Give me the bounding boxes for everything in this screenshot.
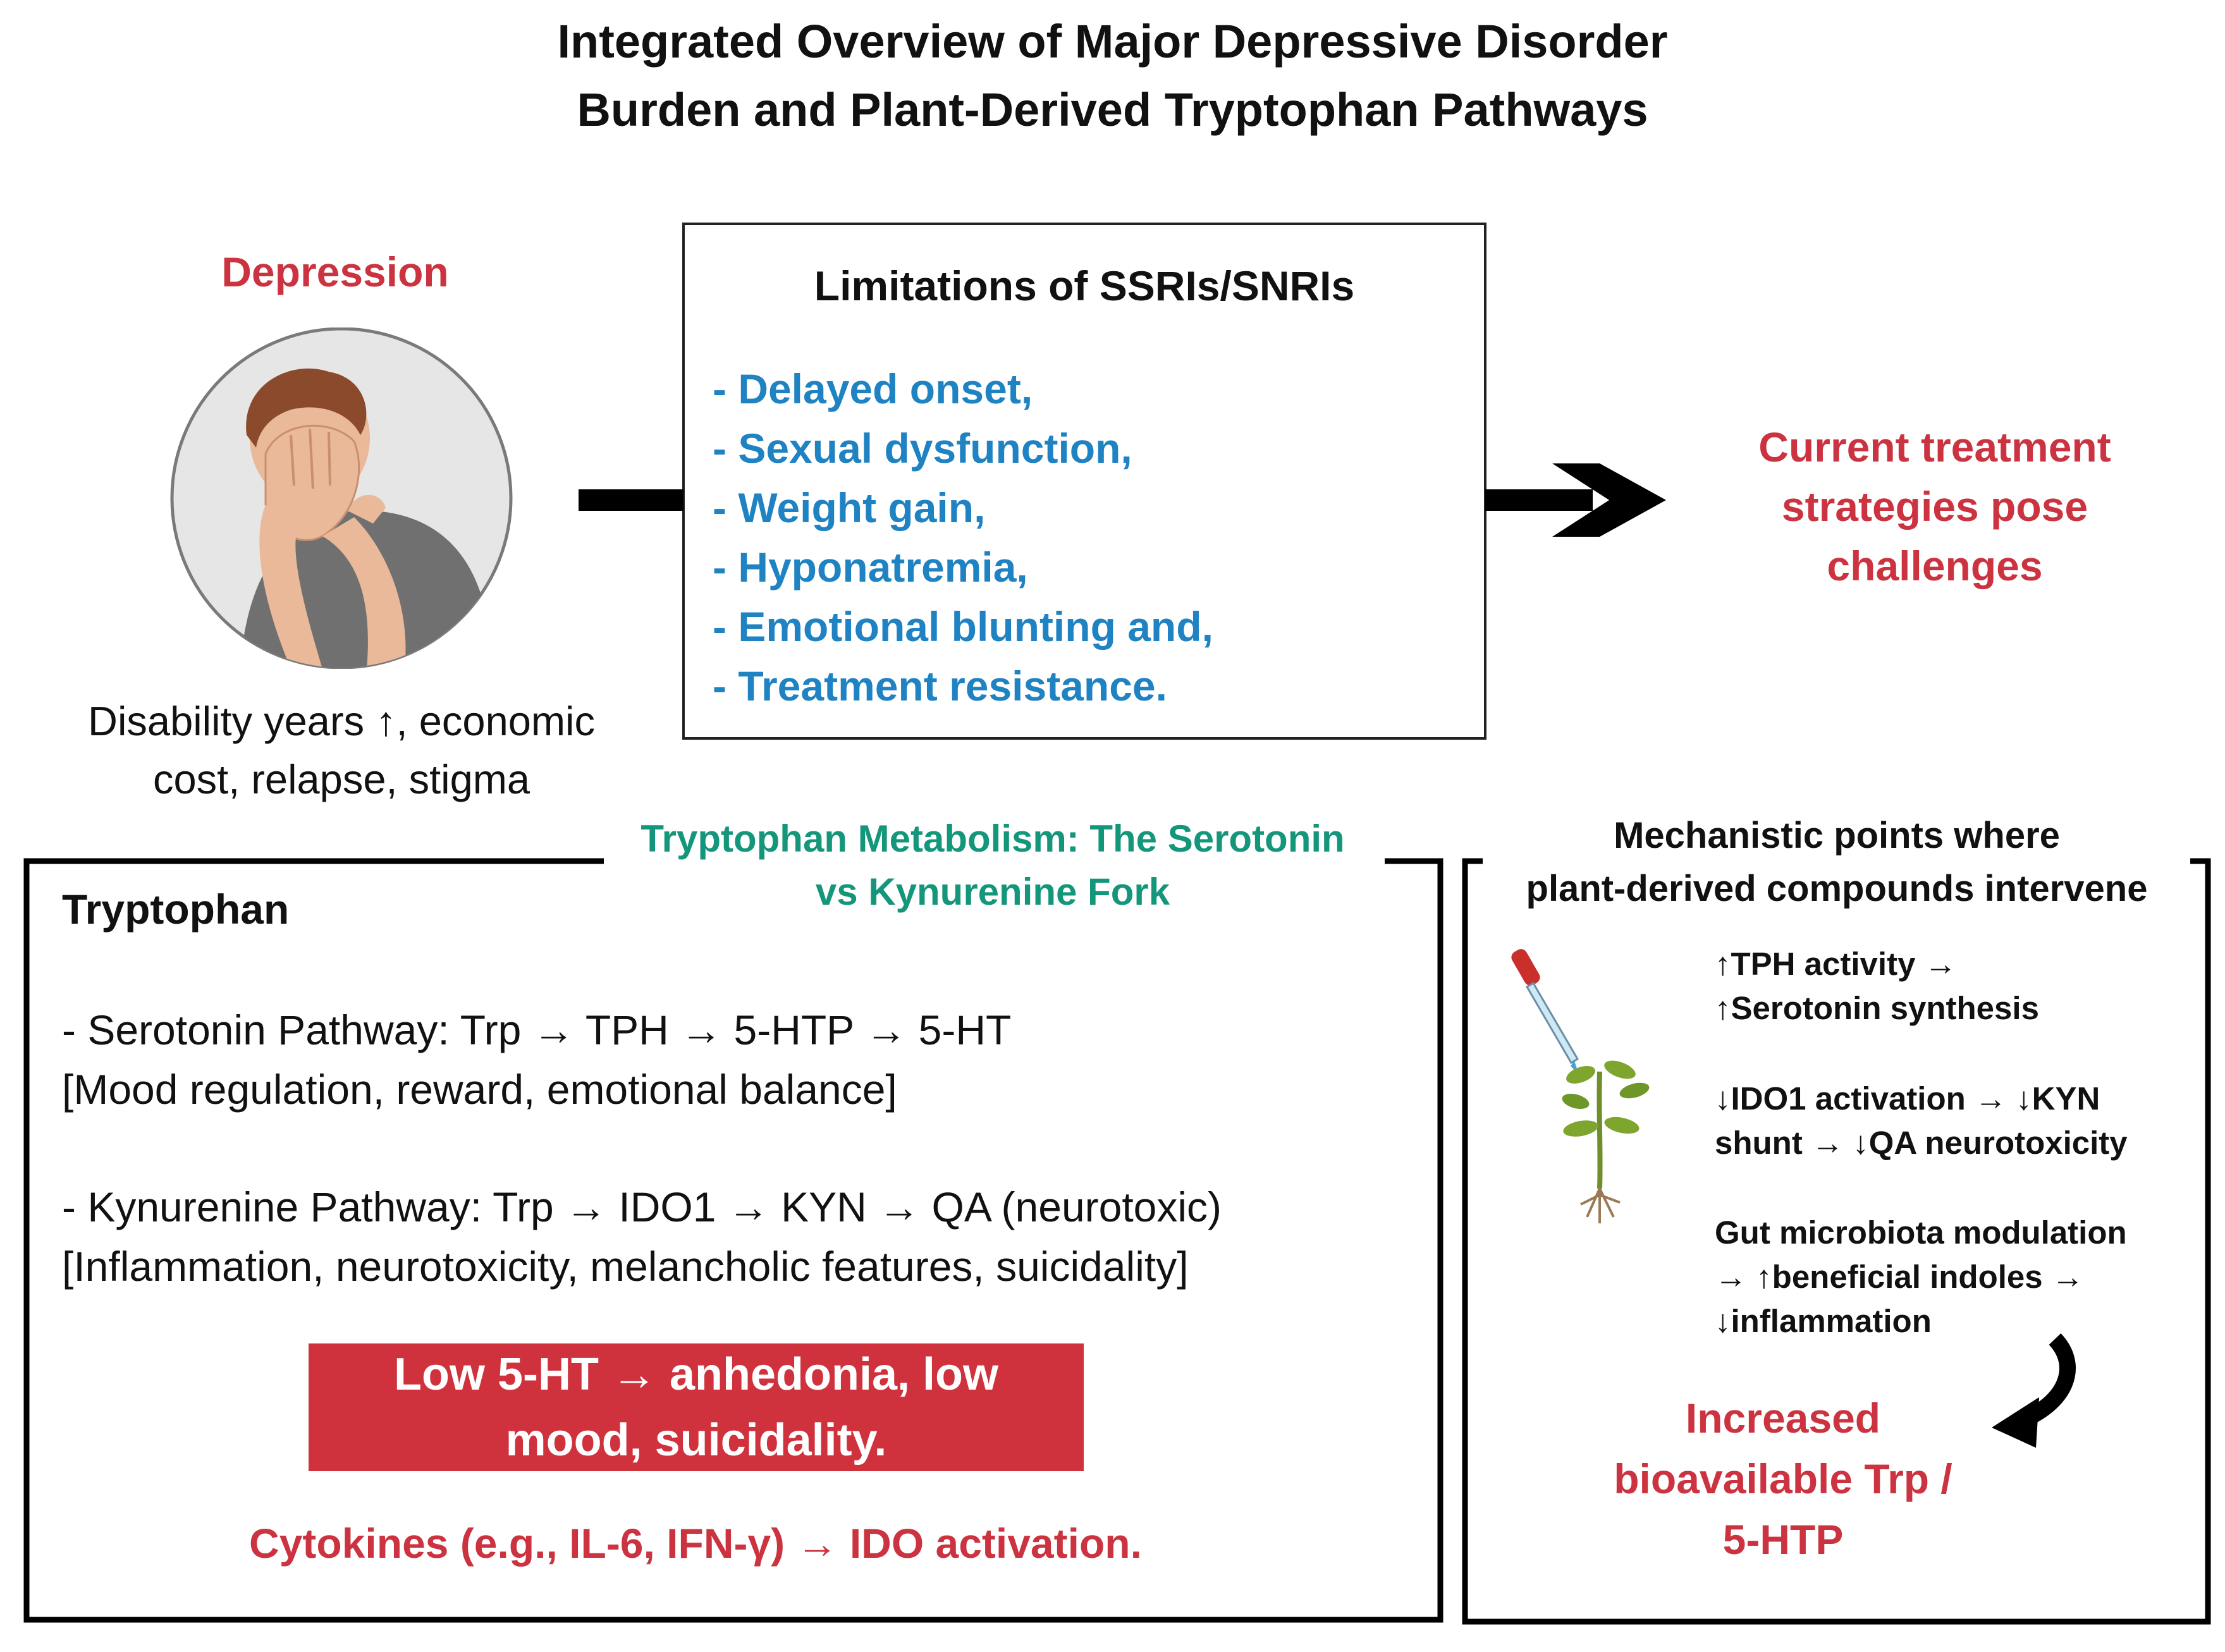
distressed-person-illustration [170,327,513,669]
kynurenine-line-1: - Kynurenine Pathway: Trp → IDO1 → KYN →… [62,1184,1222,1230]
point1-line-1: ↑TPH activity → [1715,946,1957,982]
limitation-item: - Sexual dysfunction, [713,425,1132,472]
kynurenine-pathway: - Kynurenine Pathway: Trp → IDO1 → KYN →… [62,1177,1222,1296]
burden-line-1: Disability years ↑, economic [88,698,595,744]
point3-line-3: ↓inflammation [1715,1303,1932,1339]
limitations-box: Limitations of SSRIs/SNRIs - Delayed ons… [682,223,1486,740]
title-line-2: Burden and Plant-Derived Tryptophan Path… [577,83,1648,136]
point3-line-1: Gut microbiota modulation [1715,1215,2127,1251]
point1-line-2: ↑Serotonin synthesis [1715,990,2039,1026]
cytokines-text: Cytokines (e.g., IL-6, IFN-γ) → IDO acti… [249,1520,1142,1567]
current-line-3: challenges [1827,542,2043,589]
serotonin-pathway: - Serotonin Pathway: Trp → TPH → 5-HTP →… [62,1000,1011,1119]
limitation-item: - Hyponatremia, [713,544,1028,590]
result-line-3: 5-HTP [1722,1516,1844,1563]
mechanistic-title: Mechanistic points where plant-derived c… [1473,809,2200,915]
plant-dropper-icon [1511,949,1650,1223]
fork-title-line-1: Tryptophan Metabolism: The Serotonin [641,817,1345,860]
current-line-1: Current treatment [1758,424,2111,470]
limitation-item: - Emotional blunting and, [713,603,1213,650]
result-line-1: Increased [1685,1395,1881,1441]
mechanistic-point-ido1: ↓IDO1 activation → ↓KYN shunt → ↓QA neur… [1715,1077,2128,1165]
arrow-shaft [1485,489,1593,511]
serotonin-line-1: - Serotonin Pathway: Trp → TPH → 5-HTP →… [62,1006,1012,1053]
low-5ht-line-1: Low 5-HT → anhedonia, low [393,1349,998,1400]
title-line-1: Integrated Overview of Major Depressive … [557,15,1668,68]
curved-arrow-icon [2014,1333,2076,1431]
right-arrow-icon [1552,463,1666,537]
connector-line [579,489,683,511]
limitations-list: - Delayed onset, - Sexual dysfunction, -… [713,359,1213,716]
result-line-2: bioavailable Trp / [1614,1455,1952,1502]
point2-line-2: shunt → ↓QA neurotoxicity [1715,1125,2128,1161]
current-treatment-text: Current treatment strategies pose challe… [1657,417,2213,596]
limitation-item: - Weight gain, [713,484,986,531]
limitation-item: - Delayed onset, [713,365,1033,412]
point3-line-2: → ↑beneficial indoles → [1715,1259,2084,1295]
burden-line-2: cost, relapse, stigma [152,756,530,802]
fork-title: Tryptophan Metabolism: The Serotonin vs … [601,812,1385,919]
low-5ht-box: Low 5-HT → anhedonia, low mood, suicidal… [309,1343,1084,1471]
point2-line-1: ↓IDO1 activation → ↓KYN [1715,1080,2100,1117]
limitation-item: - Treatment resistance. [713,663,1167,709]
limitations-title: Limitations of SSRIs/SNRIs [814,262,1355,309]
serotonin-line-2: [Mood regulation, reward, emotional bala… [62,1066,897,1113]
fork-title-line-2: vs Kynurenine Fork [815,871,1170,913]
mechanistic-point-tph: ↑TPH activity → ↑Serotonin synthesis [1715,942,2039,1031]
mechanistic-title-line-2: plant-derived compounds intervene [1526,868,2148,909]
diagram-title: Integrated Overview of Major Depressive … [0,8,2225,144]
kynurenine-line-2: [Inflammation, neurotoxicity, melancholi… [62,1243,1189,1290]
mechanistic-point-gut: Gut microbiota modulation → ↑beneficial … [1715,1211,2127,1343]
depression-label: Depression [221,248,449,295]
tryptophan-heading: Tryptophan [62,886,290,933]
low-5ht-line-2: mood, suicidality. [505,1415,887,1465]
current-line-2: strategies pose [1781,483,2088,530]
increased-bioavailability-text: Increased bioavailable Trp / 5-HTP [1562,1388,2004,1570]
mechanistic-title-line-1: Mechanistic points where [1614,815,2060,856]
depression-burden-text: Disability years ↑, economic cost, relap… [25,692,658,809]
